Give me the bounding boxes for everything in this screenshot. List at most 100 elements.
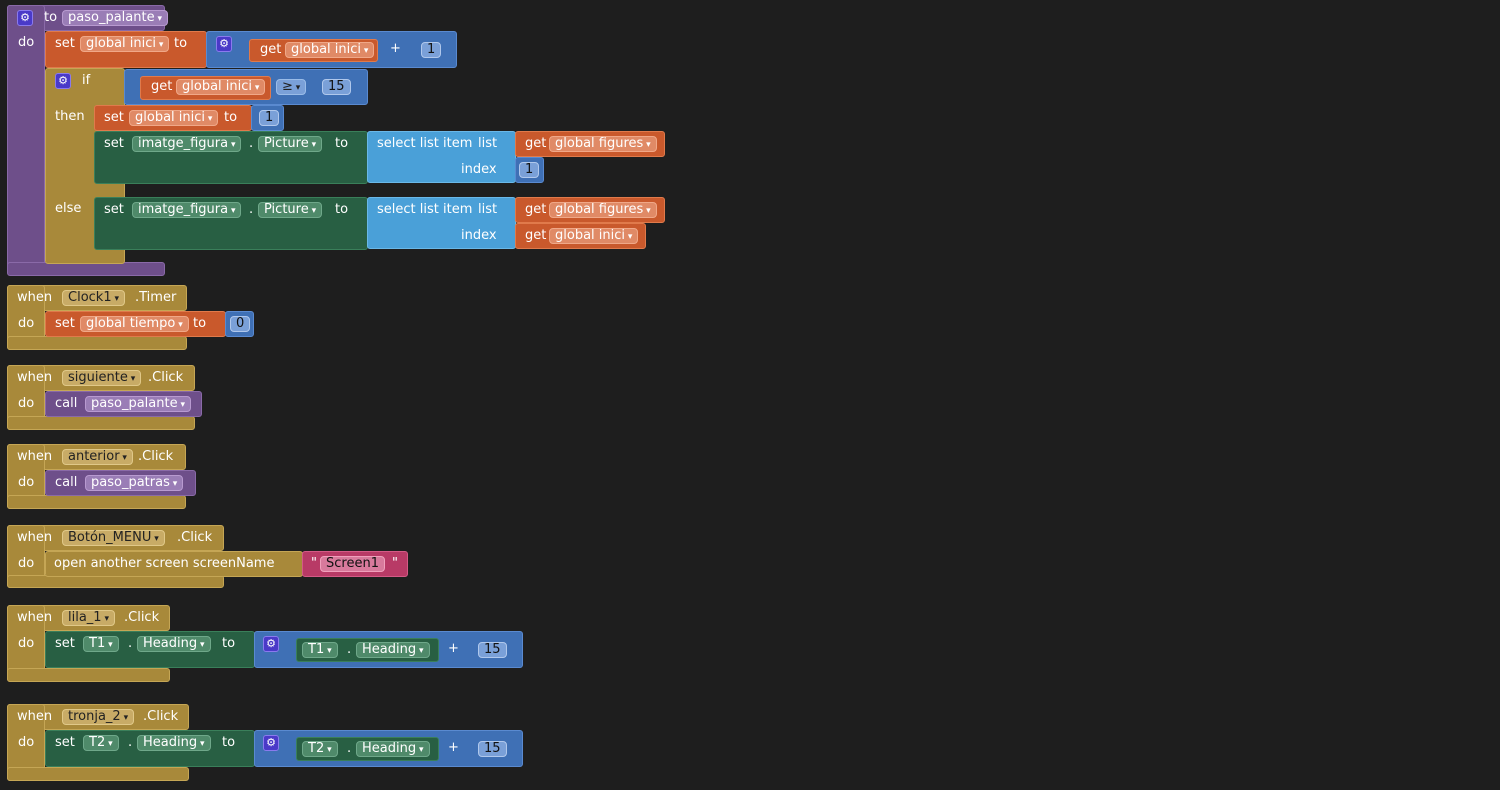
property-dropdown[interactable]: Picture (258, 202, 323, 218)
plus-operator: + (390, 41, 401, 56)
kw-when: when (17, 370, 53, 385)
select-list-item-label: select list item (377, 202, 473, 217)
variable-dropdown[interactable]: global inici (176, 79, 266, 95)
variable-dropdown[interactable]: global inici (129, 110, 219, 126)
kw-get: get (525, 136, 547, 151)
kw-to: to (174, 36, 188, 51)
kw-do: do (18, 556, 35, 571)
plus-operator: + (448, 641, 459, 656)
procedure-name-field[interactable]: paso_palante (62, 10, 168, 26)
number-literal[interactable]: 15 (322, 79, 351, 95)
dot: . (249, 136, 254, 151)
kw-set: set (55, 636, 75, 651)
variable-dropdown[interactable]: global inici (549, 228, 639, 244)
component-dropdown[interactable]: lila_1 (62, 610, 115, 626)
kw-call: call (55, 396, 78, 411)
kw-do: do (18, 475, 35, 490)
number-literal[interactable]: 0 (230, 316, 251, 332)
kw-when: when (17, 610, 53, 625)
kw-do: do (18, 396, 35, 411)
property-dropdown[interactable]: Heading (356, 642, 430, 658)
kw-to: to (335, 136, 349, 151)
number-literal[interactable]: 1 (259, 110, 280, 126)
gear-icon[interactable]: ⚙ (55, 73, 71, 89)
dot: . (347, 642, 352, 657)
kw-when: when (17, 709, 53, 724)
kw-set: set (55, 36, 75, 51)
event-name: .Click (148, 370, 184, 385)
component-dropdown[interactable]: T2 (302, 741, 338, 757)
kw-set: set (55, 735, 75, 750)
number-literal[interactable]: 1 (421, 42, 442, 58)
kw-get: get (151, 79, 173, 94)
component-dropdown[interactable]: Clock1 (62, 290, 125, 306)
component-dropdown[interactable]: T1 (302, 642, 338, 658)
procedure-dropdown[interactable]: paso_palante (85, 396, 191, 412)
component-dropdown[interactable]: imatge_figura (132, 202, 242, 218)
kw-to: to (224, 110, 238, 125)
property-dropdown[interactable]: Heading (356, 741, 430, 757)
gear-icon[interactable]: ⚙ (263, 636, 279, 652)
component-dropdown[interactable]: Botón_MENU (62, 530, 165, 546)
gear-icon[interactable]: ⚙ (17, 10, 33, 26)
variable-dropdown[interactable]: global inici (80, 36, 170, 52)
open-another-screen-block[interactable] (45, 551, 303, 577)
component-dropdown[interactable]: imatge_figura (132, 136, 242, 152)
property-dropdown[interactable]: Heading (137, 735, 211, 751)
kw-get: get (525, 202, 547, 217)
operator-dropdown[interactable]: ≥ (276, 79, 307, 95)
procedure-dropdown[interactable]: paso_patras (85, 475, 184, 491)
kw-to: to (44, 10, 58, 25)
kw-when: when (17, 530, 53, 545)
event-name: .Timer (135, 290, 177, 305)
component-dropdown[interactable]: anterior (62, 449, 133, 465)
select-list-item-label: select list item (377, 136, 473, 151)
kw-do: do (18, 35, 35, 50)
component-dropdown[interactable]: siguiente (62, 370, 142, 386)
kw-when: when (17, 449, 53, 464)
property-dropdown[interactable]: Picture (258, 136, 323, 152)
kw-do: do (18, 316, 35, 331)
dot: . (249, 202, 254, 217)
gear-icon[interactable]: ⚙ (263, 735, 279, 751)
kw-to: to (222, 735, 236, 750)
kw-get: get (525, 228, 547, 243)
dot: . (347, 741, 352, 756)
kw-set: set (104, 110, 124, 125)
variable-dropdown[interactable]: global tiempo (80, 316, 189, 332)
variable-dropdown[interactable]: global figures (549, 136, 657, 152)
gear-icon[interactable]: ⚙ (216, 36, 232, 52)
variable-dropdown[interactable]: global figures (549, 202, 657, 218)
kw-set: set (55, 316, 75, 331)
select-list-item-block[interactable] (367, 131, 516, 183)
kw-then: then (55, 109, 85, 124)
kw-do: do (18, 735, 35, 750)
select-list-item-block[interactable] (367, 197, 516, 249)
kw-index: index (461, 162, 497, 177)
component-dropdown[interactable]: T1 (83, 636, 119, 652)
kw-do: do (18, 636, 35, 651)
event-name: .Click (143, 709, 179, 724)
kw-else: else (55, 201, 82, 216)
text-literal[interactable]: Screen1 (320, 556, 385, 572)
event-name: .Click (177, 530, 213, 545)
dot: . (128, 735, 133, 750)
number-literal[interactable]: 15 (478, 741, 507, 757)
component-dropdown[interactable]: T2 (83, 735, 119, 751)
kw-when: when (17, 290, 53, 305)
event-name: .Click (138, 449, 174, 464)
kw-call: call (55, 475, 78, 490)
event-name: .Click (124, 610, 160, 625)
open-screen-label: open another screen screenName (54, 556, 275, 571)
kw-list: list (478, 202, 498, 217)
kw-set: set (104, 202, 124, 217)
number-literal[interactable]: 15 (478, 642, 507, 658)
number-literal[interactable]: 1 (519, 162, 540, 178)
kw-list: list (478, 136, 498, 151)
plus-operator: + (448, 740, 459, 755)
variable-dropdown[interactable]: global inici (285, 42, 375, 58)
kw-get: get (260, 42, 282, 57)
component-dropdown[interactable]: tronja_2 (62, 709, 135, 725)
kw-to: to (193, 316, 207, 331)
property-dropdown[interactable]: Heading (137, 636, 211, 652)
